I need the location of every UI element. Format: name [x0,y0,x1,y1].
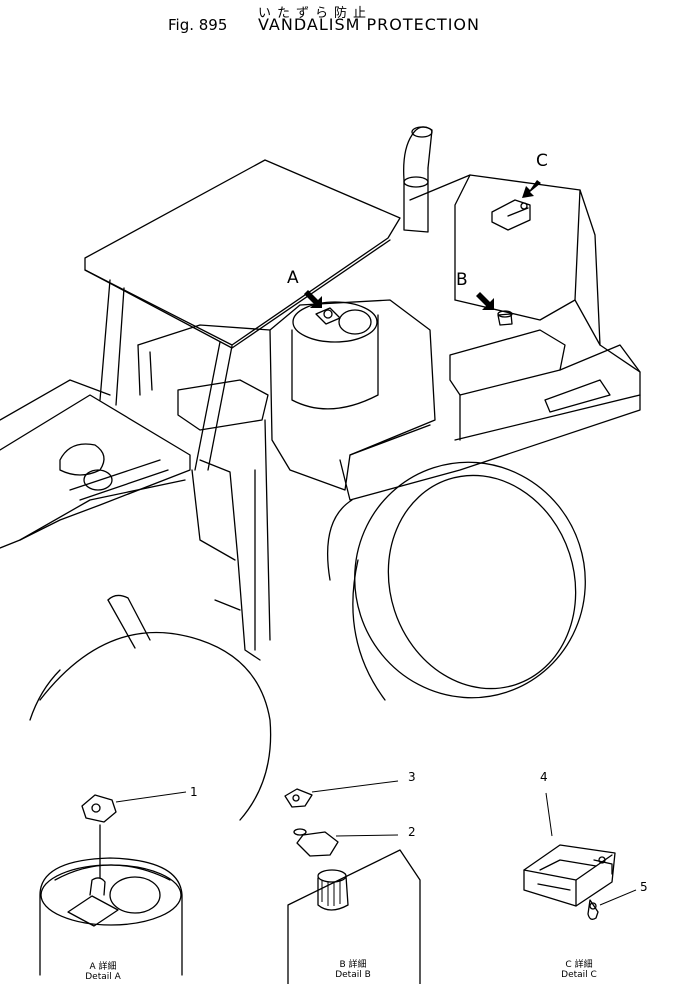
detail-b-jp: B 詳細 [339,960,367,970]
canopy-roof [84,159,401,471]
detail-b-drawing [284,780,421,984]
detail-a-en: Detail A [85,972,121,982]
detail-a-jp: A 詳細 [89,962,117,972]
rear-wheel [327,461,586,701]
callout-c: C [536,151,548,171]
fuel-tank [177,299,436,491]
figure-number: Fig. 895 [168,16,228,34]
hood-lock-bracket [491,199,531,231]
detail-b-label: B 詳細 Detail B [318,960,388,980]
front-wheel [29,594,272,821]
page-title: VANDALISM PROTECTION [258,15,480,34]
rear-frame [137,324,271,661]
detail-c-en: Detail C [561,970,597,980]
detail-c-label: C 詳細 Detail C [544,960,614,980]
callout-arrows [304,180,541,310]
callout-a: A [287,268,299,288]
loader-arms [0,379,191,549]
callout-b: B [456,270,468,290]
exhaust-stack [403,126,433,233]
part-number-4: 4 [540,770,548,784]
detail-b-en: Detail B [335,970,371,980]
part-number-3: 3 [408,770,416,784]
detail-c-jp: C 詳細 [565,960,593,970]
title-japanese: いたずら防止 [258,6,373,21]
part-number-2: 2 [408,825,416,839]
part-number-1: 1 [190,785,198,799]
engine-hood [339,174,641,501]
detail-a-label: A 詳細 Detail A [68,962,138,982]
detail-a-drawing [39,791,187,976]
hydraulic-tank-cap [497,310,513,326]
detail-c-drawing [523,792,637,920]
part-number-5: 5 [640,880,648,894]
